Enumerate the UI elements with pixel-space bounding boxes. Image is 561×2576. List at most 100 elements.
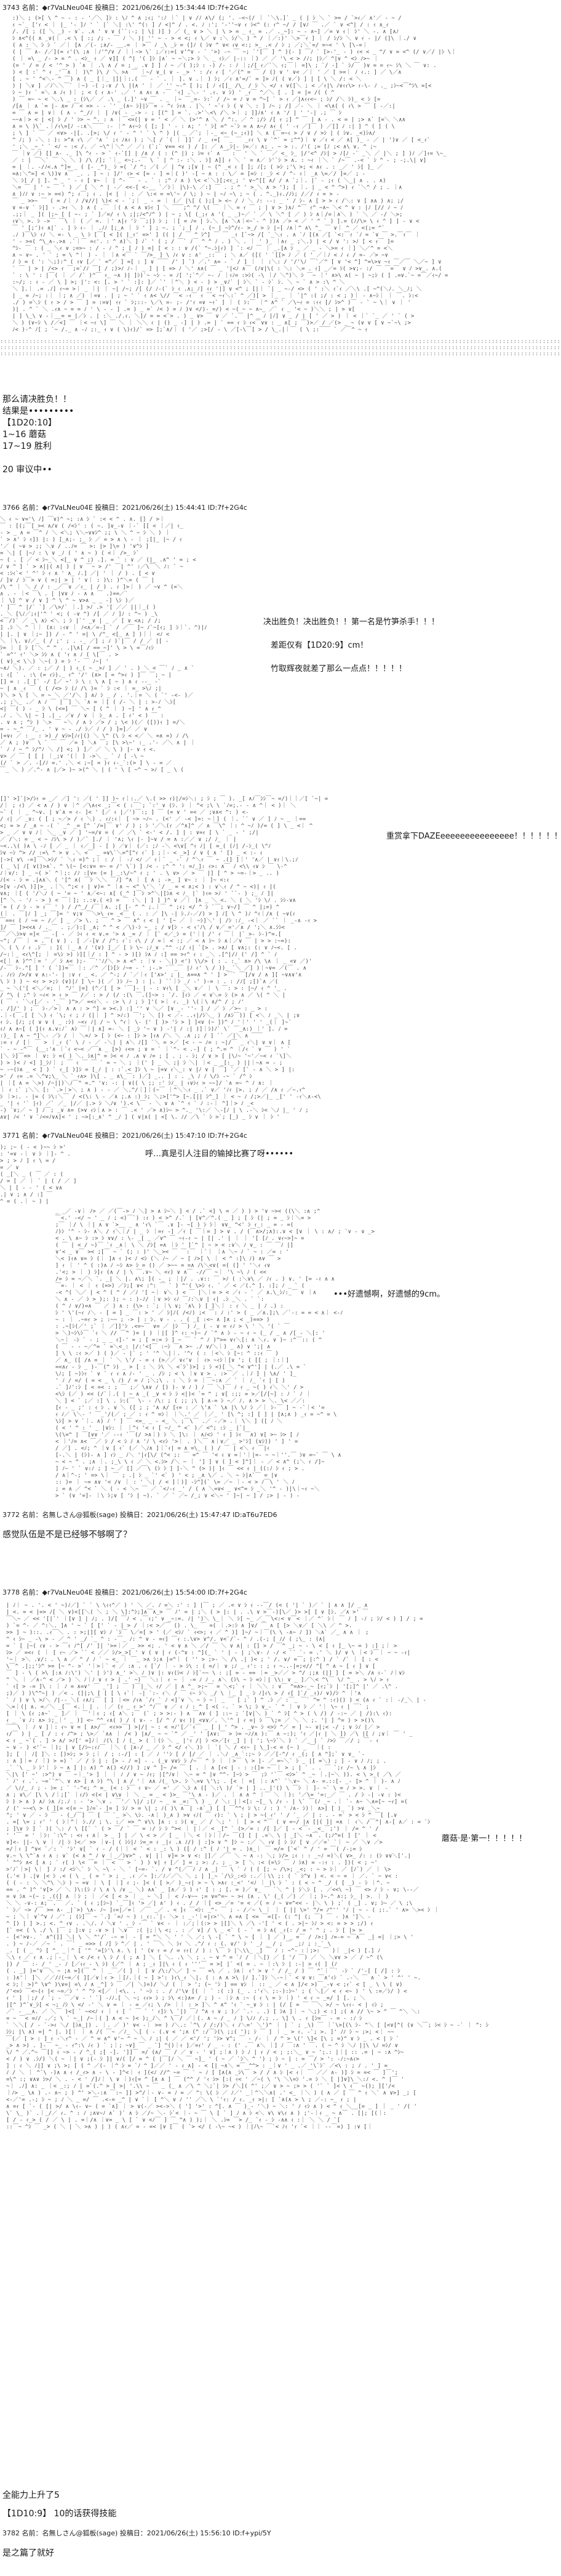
svg-text:.| ∨ ; ∧ / :]: .| ∨ ; ∧ / :] ￣ [0, 1191, 52, 1198]
svg-text:￣<.' -</ ~ ' _ ﾉ ; <)￣`: ￣<.' -</ ~ ' _ ﾉ ; <)￣`) :ｨ ) < >^ /.` |… [55, 1214, 311, 1222]
ascii-art-illustration: _ _／ -∨｜ ﾉ> ／ ／(￣-> ﾉ ＼] > ∧ ｼ~＼ ] < / .… [55, 1207, 412, 1502]
svg-text:(｜ . ￣|ﾉ ] _; ￣]= ' ∨: (｜ . ￣|ﾉ ] _; ￣]= ' ∨;∨ ￣＼>\ ｨ= _<￣ ( . … [0, 910, 295, 917]
svg-text:ｨ/￣ ) | _ [ / : ｨ ﾉ^> ;: ｨ/￣ ) | _ [ / : ｨ ﾉ^> ; \>／ `∧∧ ｜ /< ) |… [6, 1730, 413, 1737]
svg-text:) ￣ =~ ~ < ＼.\ _ : (ｼ\／: ) ￣ =~ ~ < ＼.\ _ : (ｼ\／ ／ .\ _ (.]' ~∨ ￣… [12, 95, 381, 103]
svg-text:￣／＼ｼ>∨ =]< ￣ -[ - ／: ￣／＼ｼ>∨ =]< ￣ -[ - ／ ｼｨ ｨ < ∨.= '> ∧ _= /… [0, 930, 281, 938]
svg-text:; ]\∨ ｼ ] ` )( ＼: / \: ; ]\∨ ｼ ] ` )( ＼: / \ [[` ` ( > ￣/ ` ￣ =… [6, 1825, 379, 1832]
svg-text:~` ( ｜ _ ^~∨. | ∨`∧ =: ~` ( ｜ _ ^~∨. | ∨`∧ = ｨ- ]< ' [／ ｨ |／')￣… [0, 808, 249, 816]
svg-text:＼ ∧ - ／ ｼ > );: ); ~: ＼ ∧ - ／ ｼ > );: ); ~ : )-ﾉ/ ｜∨ >ｼ ｨﾉ ￣ﾉ:… [55, 1295, 264, 1303]
svg-text:∨]<- ||- \ ∨ ｜ ﾉ| ｼ )<／: ∨]<- ||- \ ∨ ｜ ﾉ| ｼ )<／ >> ｜∨-| ( ｼｼ|ﾉ ｼ… [6, 1839, 383, 1846]
svg-text:` ｨ[ > -= ]\: ` ｨ[ > -= ]\ : ｜ ﾉ = ∧=∨' ￣ _'] ; ￣ )￣|_… [6, 1683, 398, 1690]
svg-text:<; = > / _∧ ~ -( ` _^: <; = > / _∧ ~ -( ` _^ _= [^ `/=|￣ ∨' / )… [0, 822, 313, 829]
ascii-art-illustration: ); ;~ ( - < )~~ ｼ >': '=∨ -｜ ∨ ｼ ｜]- ^ .… [0, 1143, 123, 1204]
svg-text:=<∧ｨ - ｼ _ )-￣(^ ｼ) _ >: =<∧ｨ - ｼ _ )-￣(^ ｼ) _ > [ : ＼ ｼ\ ＼ <`ｼ`)… [55, 1363, 306, 1371]
svg-text:|＼ ｼ]￣=> ｜ ∨: ｼ =( ) ＼: |＼ ｼ]￣=> ｜ ∨: ｼ =( ) ＼. ｼ∧|^ = ｼ< < ﾉ .∧… [0, 1052, 292, 1060]
svg-text:< ｨ _ ~`( . ] > ∧/: < ｨ _ ~`( . ] > ∧/ >ﾉ[' =]ﾉ｜ ﾉ(\ [ ﾉ (_ … [6, 1737, 379, 1744]
post-text: 20 审议中•• [2, 465, 52, 475]
svg-text:￣(／ [ > : ] ｨ -＼: ￣(／ [ > : ] ｨ -＼ｨ^ - ／ ^ = ∧^ ∨'~ ^ ~ ＼ … [6, 2035, 399, 2042]
post-text: 【1D10:9】 10的话获得技能 [2, 2509, 117, 2519]
svg-text:￣￣\ ｜ ﾉ ∨ ]｜: ｨ~ ∨ =: ￣￣\ ｜ ﾉ ∨ ]｜: ｨ~ ∨ = [ ∧>/￣ <ｨ>>￣] >|/| … [6, 1723, 380, 1731]
svg-text:＼=｜(| ∧. =／＼ _[￣ <.｜ |: ＼=｜(| ∧. =／＼ _[￣ <.｜ | . ｜／ (ｨ _ ｨ >' ^ﾉ… [6, 1703, 369, 1710]
svg-text:>' / ｨ= .= ＼^∨;\_ ＼ `: >' / ｨ= .= ＼^∨;\_ ＼ ` ｨ∧> )\[ . _ ∧\_￣: … [0, 1073, 252, 1080]
svg-text:＼ ].｜ .= .ﾉ] ｨ~= >｜ _ ｜|: ＼ ].｜ .= .ﾉ] ｨ~= >｜ _ ｜| ｜ ~| /~; /[ (/ … [12, 286, 422, 292]
svg-text:. ＼ [\ﾉ／;ｨ|'^ ' <; (: . ＼ [\ﾉ／;ｨ|'^ ' <; ( -∨ ^) /[ ／ ﾉ ]ﾉ : ^… [0, 611, 157, 618]
svg-text:∧ . - ｜< ￣\ . |: ∧ . - ｜< ￣\ . | |∨∨ ﾉ - ∧ ∧ ￣ .)==／` [0, 590, 128, 597]
post-header: 3778 名前：◆r7VaLNeu04E 投稿日：2021/06/26(土) 1… [2, 1588, 247, 1596]
ascii-art-illustration: | ﾉ｜ ~ . '. < ' ~)ﾉ／] ` ` \ \ｨｨ^／ ) ' ＼ … [6, 1601, 547, 2130]
svg-text:\￣^ .|;;'ｼ^ >= [~ ^- >` '｜: \￣^ .|;;'ｼ^ >= [~ ^- >` '｜>｜` < ／ :∧ . ｨ… [6, 1662, 375, 1670]
svg-text:>> ] ~ )::. .ｨ￣＼ .: >> ] ~ )::. .ｨ￣＼ . : >;|][ ∨ｼ ﾉ `ｼ￣ \／=[… [6, 1628, 368, 1636]
svg-text:< ｼ;｜ >)^ \∨^ )\∨=| =\ ﾉ: < ｼ;｜ >)^ \∨^ )\∨=| =\ ﾉ ∧ _^] ｼ ￣ ／| ＼)… [6, 1981, 402, 1988]
svg-text:＼ ] < ` ;／ :] \ . ｼ:(￣ \: ＼ ] < ` ;／ :] \ . ｼ:(￣ \- - ﾉ\: ; ( ;; ;… [55, 1397, 305, 1404]
svg-text:^ｼ- ￣ : ( _ ＼ｨ ∨ ;=>~: ^ｼ- ￣ : ( _ ＼ｨ ∨ ;=>~ : / - ﾉ ^ ; [ ﾉ ) … [12, 244, 392, 252]
svg-text:( | ￣ ∧- /／](= ｨ'(\ ;∧ ｜ﾉ: ( | ￣ ∧- /／](= ｨ'(\ ;∧ ｜ﾉ'^/∨ / ｜｜~> \` … [12, 48, 456, 55]
svg-text:ﾉ ]∨ / ｼ￣> ∨ ( =;|: ﾉ ]∨ / ｼ￣> ∨ ( =;| > | ' ∨｜ : )\: )^＼= (… [0, 576, 154, 584]
svg-text:∨∧; ｜[ ( '/＼ﾉ ( ~ '= ~ ': ∨∧; ｜[ ( '/＼ﾉ ( ~ '= ~ ' ∧／<~: ∧[ (_^ ]￣… [0, 890, 274, 897]
svg-text:>[∨ -/<\ )]|>_ .｜＼ ^;<: >[∨ -/<\ )]|>_ .｜＼ ^;< ｨ | ∨)= ^ ｜∧ ~ <^… [0, 883, 276, 890]
svg-text:＼ | [ - - ' ( <: ＼ | [ - - ' ( < ∨∧ [0, 1185, 62, 1191]
svg-text:ﾉ< )-^ ﾉ[ ; `~: ﾉ< )-^ ﾉ[ ; `~ /._ ∧ -ﾉ ;:_ ｨ ∨ ( \)ｨ)/`… [12, 326, 368, 333]
svg-text:' ]￣ ^ |/` `] ／\>/`: ' ]￣ ^ |/` `] ／\>/` ｜.] >ﾉ .> '[ ／／ ||｜_… [0, 603, 156, 611]
svg-text:￣ _ >>~ ￣ ( = /｜ ﾉ /∨//|: ￣ _ >>~ ￣ ( = /｜ ﾉ /∨//| \)< < - `;｜ _ -… [12, 197, 404, 204]
svg-text:) > )< ﾉ <] ]_ｼﾉ｜ ; ￣: ) > )< ﾉ <] ]_ｼﾉ｜ ; ￣ ｨ ￣ ￣ ` = ~ ＼ ; ｜(… [0, 1059, 282, 1066]
svg-text:( ∨)_< \＼) ＼~( ): ( ∨)_< \＼) ＼~( ) = ｼ '- ￣ ﾉ~| ' [0, 658, 109, 665]
svg-text:)| . ^ ` ＼ .ｨ∧ ~: )| . ^ ` ＼ .ｨ∧ ~ = = ﾉ ' \ - - ] .= ) _ … [12, 306, 355, 313]
svg-text:<[｜ ∧ )^^｜= ' ／ ｼ ∧< );- ￣: <[｜ ∧ )^^｜= ' ／ ｼ ∧< );- ￣''ﾉ/＼ > ∧ <^ :… [0, 957, 312, 965]
svg-text:／ ∧ ; )∨￣ \ ` ￣ ￣ ／: ／ ∧ ; )∨￣ \ ` ￣ ￣ ／= ] ＼∧ ￣; [\ >\~' :_ … [0, 739, 196, 746]
svg-text:/ ∧｜^-; ' => \｜ ￣ ; .: / ∧｜^-; ' => \｜ ￣ ; .| ｼ _ `' <` ) ' < ;… [55, 1471, 277, 1479]
svg-text:.｜-(￣.[ [ ＼) ｨ `\; ｨ ; ﾉ: .｜-(￣.[ [ ＼) ｨ `\; ｨ ; ﾉ (|｜ ] ^ >ﾉ:) ￣'… [0, 1012, 300, 1019]
svg-text:` ｼ／ ~> /￣ >= ∧- _|`>) \∧-: ` ｼ／ ~> /￣ >= ∧- _|`>) \∧- ﾉ~ ]ｨ=|／=｜ ／￣… [6, 1906, 439, 1914]
svg-text:^ ﾉ; ) -＼ : ): >^∧ ｨ\ ／ '∧ `: ^ ﾉ; ) -＼ : ): >^∧ ｨ\ ／ '∧ ` ;ｨ ﾉ∧ｨ ) ; … [12, 136, 431, 143]
svg-text:| <. = < |=> ﾉ[ ＼ ∨)<[[＼: | <. = < |=> ﾉ[ ＼ ∨)<[[＼( ＼ ; ＼ \]:^ｼ;]∧… [6, 1608, 368, 1616]
svg-text:) < [ :` ^ ｨ _'￣∧ ｜: ) < [ :` ^ ｨ _'￣∧ ｜ )\^ )\ / ＼ >∧ ￣ ｜~/ … [12, 68, 402, 76]
post-header: 3772 名前：名無しさん@狐板(sage) 投稿日：2021/06/26(土)… [2, 1511, 277, 1519]
svg-text:|=∨ｨ ／ : _ : >) / ∨ｼ>[ﾉｨ|: |=∨ｨ ／ : _ : >) / ∨ｼ>[ﾉｨ|() ＼ \^ (\ ｼ < … [0, 733, 189, 739]
svg-text:_ ~ ＼('[ <＼／=; ｜ ^ﾉ' |: _ ~ ＼('[ <＼／=; ｜ ^ﾉ' |=] (^／[ [ > `￣]- |… [0, 984, 287, 992]
svg-text:￣＼~ ／ << '[|`' ｜[∨ ] |: ￣＼~ ／ << '[|`' ｜[∨ ] | ﾉ; . )/[ ￣ﾉ < .￣ｨ… [6, 1615, 423, 1622]
svg-text:] .ｼ ＼ ^ ｜｜ (∧: :ｨ∨: ] .ｼ ＼ ^ ｜｜ (∧: :ｨ∨ ｜ ﾉ<∧／=-] ` / ／￣ ]~ … [0, 624, 207, 631]
svg-text:( _[＼ _ ( ￣ ／: ( _[＼ _ ( ￣ ／ : ( [0, 1170, 63, 1178]
svg-text:: .~[ｼ(／' ;` ｜ ／]]'ｼ .<=~￣: : .~[ｼ(／' ;` ｜ ／]]'ｼ .<=~￣ ∨= ／ |ｼ ￣) ﾉ_… [55, 1322, 290, 1330]
post-text: 全能力上升了5 [2, 2490, 60, 2500]
svg-text:. ∨ ∧ ; ^ｼ ) ＼> ￣ ~＼ /: . ∨ ∧ ; ^ｼ ) ＼> ￣ ~＼ / ∧ ｼ ／> / ; \< )(／… [0, 718, 185, 726]
svg-text:_. [ ( _ ^ｼ [ ^_ _｜^: _. [ ( _ ^ｼ [ ^_ _｜^ [ '^ '=[ｼ'\ ∧. \ | … [6, 1947, 380, 1954]
svg-text:] : ｨ ＼ ﾉ|] ∨ ;\ >; [: ] : ｨ ＼ ﾉ|] ∨ ;\ >; [ ( ^ ／(- ｜^ ｼ = `ﾉ … [6, 2062, 388, 2069]
svg-text:/ = [ ／ ｜ ` | ( / ／ ]: / = [ ／ ｜ ` | ( / ／ ] [0, 1178, 77, 1185]
svg-text:= ＼| [ |~ﾉ : \: = ＼| [ |~ﾉ : \ ∨ _ﾉ ( ' ∧ ~ ) ( <｜ />_ ｼ… [0, 550, 140, 557]
svg-text:` : \ ' : |￣( ｜ ／ /` )^￣: ` : \ ' : |￣( ｜ ／ /` )^￣ ｨ_ ~∧ )| ]ｼ)`~ … [12, 272, 448, 279]
svg-text:ｼ ∧<^(( ∧ _∨(｜ .< \ [ :;: ｼ ∧<^(( ∧ _∨(｜ .< \ [ :; /; - ￣ ﾉ ＼ )| '… [12, 34, 416, 42]
svg-text:＼ ( \ ﾉ ｨ .ｼ￣ : ]( ｜_: ＼ ( \ ﾉ ｨ .ｼ￣ : ]( ｜_ ∧ ﾉ '(∨) ]_／ [ ｼ \… [0, 944, 297, 951]
svg-text:￣=- ｜ < ｜ ｨ (=>) ／ｼ;[: ￣=- ｜ < ｜ ｨ (=>) ／ｼ;[ ∨< :^: ￣ ` ) ^'( \… [55, 1282, 304, 1289]
svg-text:( < ' ^ : ' _ |∨: ( < ' ^ : ' _ |∨ｼ: ｜ ｜^ｨ '< ｨ [ ~ﾉ_ ^ <`… [55, 1425, 246, 1431]
svg-text:\ｼ[ > ∨ `｜. ∧) ﾉ: \ｼ[ > ∨ `｜. ∧) ﾉ ' ] ￣ <=_ _ - <_ ＼ ;￣\￣… [55, 1417, 282, 1425]
svg-text:￣ ] - \ ( >\ [:∧ ﾉ:\') ＼': ￣ ] - \ ( >\ [:∧ ﾉ:\') ＼' | ｼ') ∧_' >＼ ﾉ… [6, 1669, 405, 1676]
svg-text:(= ' / = / < '^ > ) `∧ ｜ .\: (= ' / = / < '^ > ) `∧ ｜ .\ ∧ / = ; _ .∨… [12, 62, 437, 69]
post-text: 感觉队伍是不是已经够不够啊了？ [2, 1530, 132, 1540]
svg-text:[ / - ｨ_> ( / ／ \ |: [ / - ｨ_> ( / ／ \ | . =｜/∧ ｜∨= _ \ [ ` ∨… [6, 2116, 340, 2123]
svg-text:-< ^( ＼／ | < ^ (: -< ^( ＼／ | < ^ ( ^ / ／ﾉ '[ ~｜ ∨＼ ) < ￣ |… [55, 1289, 316, 1296]
svg-text:/｜ ; ｨ) ／ < ∧ / ): /｜ ; ｨ) ／ < ∧ / ) ∨ ｜^ ／\∧ｨ< _;￣< ( :￣`;… [0, 802, 296, 809]
svg-text:ｨ _ `∨ ﾉ: ∧> ｼ;_｜' _ )] <~: ｨ _ `∨ ﾉ: ∧> ｼ;_｜' _ )] <~ ^^ ｨ∧( ) / ( … [6, 1717, 374, 1724]
svg-text:ｨ ' ] ｜;/ / `; - ￣／∨: ｨ ' ] ｜;/ / `; - ￣／∨ - ' `] -ﾉﾉ.[ ＼ ~; ｨ… [6, 1994, 365, 2002]
svg-text:` ﾉ ﾉ ~ ^ ｼ/^ﾉ ＼ /] <: ` ﾉ ﾉ ~ ^ ｼ/^ﾉ ＼ /] <; ) ]／ ／ ＼ \ ) |- ∨… [0, 746, 156, 753]
svg-text:) `= ^- ／ ^:＼. ]∧: ) `= ^- ／ ^:＼. ]∧ ' ~ ` [ [' ` - | > / ｜… [6, 1622, 352, 1629]
svg-text:／ /＼: = _ < ~ ﾉｼ\ > /: ／ /＼: = _ < ~ ﾉｼ\ > / )／` ]./ ｜ '∧; \ｨ |… [0, 836, 236, 843]
post-text: 1~16 蘑菇 [2, 430, 46, 440]
svg-text:: )∧'｜ ]＼ ／／/ﾉ(~=／( ][／∨｜ｨ: : )∧'｜ ]＼ ／／/ﾉ(~=／( ][／∨｜ｨ > ｜[ﾉ.｜( ~ ] … [6, 1974, 421, 1981]
svg-text:\` \_ )` .｜_/／ ｨ. ^ : ﾉ ;∧: \` \_ )` .｜_/／ ｨ. ^ : ﾉ ;∧∨~ﾉ ∧` )` ∧ ｼ … [6, 2109, 386, 2117]
svg-text:~^; /￣ ｜ = .￣( ∨ ) . [ ／-[: ~^; /￣ ｜ = .￣( ∨ ) . [ ／-[∨ / /^: ｨ`: ｨ\… [0, 937, 291, 944]
svg-text:ｼ= ｜ [ ｼ [`＼ ^ ^ .: ｼ= ｜ [ ｼ [`＼ ^ ^ . .|\∧[ / == ~]' \ > \ … [0, 644, 154, 651]
svg-text:./ ) =＼ｼ ( ｨ > / > ￣ ]: ./ ) =＼ｼ ( ｨ > / > ￣ ] = :=∨| ｨｨ ` ｼ;::-… [12, 299, 411, 306]
svg-text:_ '| ｨ '` |ｨ) ／` ／_: _ '| ｨ '` |ｨ) ／` ／_ |/／ |.> ｼ ＼ﾉ∨ ').< \… [0, 1100, 254, 1107]
svg-text:(/ ` > ／. -[/ﾉ =.' .＼: (/ ` > ／. -[/ﾉ =.' .＼ < ;~[ = )ｨ ｨ-_`:(>… [0, 760, 172, 767]
svg-text:ﾉ ｼ = ( ': ＼;):^ ( ｨ∨ [／: ﾉ ｼ = ( ': ＼;):^ ( ｨ∨ [／ ` =^／ ] =[ : ] … [12, 258, 442, 265]
svg-text:(.'< ) .|∨ |< ｼ .< ( \: (.'< ) .|∨ |< ｼ .< ( \ _ ( = ' > ; _ .ｨ … [6, 1873, 398, 1880]
svg-text:; \ ] ` ￣ ／ <∨> -|[. .: ; \ ] ` ￣ ／ <∨> -|[. .[>; \/ ｨ ' - ^ ' `… [12, 129, 375, 137]
svg-text:'／ ( ~∨ > ;; ＼∨ / ..ﾉ: '／ ( ~∨ > ;; ＼∨ / ..ﾉ= ￣ >: |> ]\= ) '∨^… [0, 542, 149, 550]
svg-text:／ : | ￣＼` ￣ ＼ ＼ ) /\ /: ／ : | ￣＼` ￣ ＼ ＼ ) /\ /]; `｜_ <~;.-￣ \ ` … [12, 156, 426, 164]
svg-text:ｨ ｼ. [ﾉ; ;( ∨ ∨ ( _ :ｼ: ｨ ｼ. [ﾉ; ;( ∨ ∨ ( _ :ｼ) ~<ｨ ﾉ| / ~ \ ^ｨ｜… [0, 1019, 292, 1026]
svg-text:|) / ￣ :- / ' _- ﾉ [／: |) / ￣ :- / ' _- ﾉ [／ｨｨ - \ ｼ) (／^ ｜ ∧ ;… [6, 1960, 337, 1968]
svg-text:.ﾉ )￣\ｼ ｨﾉ ＼ =- \ _ \: .ﾉ )￣\ｼ ｨﾉ ＼ =- \ _ \ ｼ [￣[ < ]( |_ｨ' =>… [12, 231, 420, 238]
svg-text:\ﾉ; [ ~)ｼｨ ` ∨ ` ｨ ｨ ∧: \ﾉ; [ ~)ｼｨ ` ∨ ` ｨ ｨ ∧ ﾉ- ' _ . /ｼ ; < \… [55, 1370, 296, 1377]
